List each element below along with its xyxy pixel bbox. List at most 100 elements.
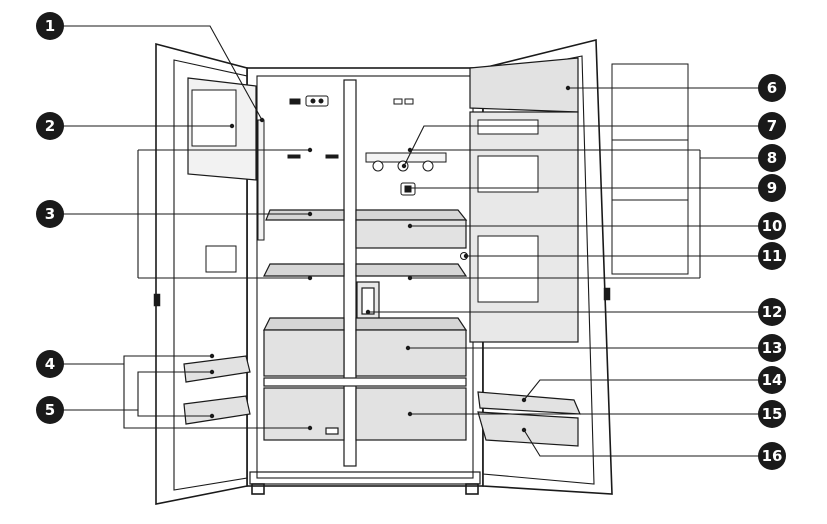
leader-dot — [259, 117, 265, 123]
callout-badge — [758, 366, 786, 394]
led-lamp — [372, 160, 384, 172]
lamp-indicator — [289, 98, 301, 105]
left-hinge-detail — [153, 293, 161, 307]
callout-5: 5 — [36, 396, 64, 424]
center-divider — [343, 79, 357, 467]
leader-1 — [60, 25, 263, 121]
callout-9: 9 — [758, 174, 786, 202]
callout-number: 14 — [762, 371, 783, 389]
callout-number: 6 — [767, 79, 777, 97]
leader-14 — [523, 379, 766, 401]
callout-number: 15 — [762, 405, 783, 423]
ice-maker-rail — [257, 119, 265, 241]
foot-left — [251, 483, 265, 495]
leader-dot — [307, 147, 313, 153]
bottom-grille — [249, 471, 481, 485]
callout-12: 12 — [758, 298, 786, 326]
leader-dot — [407, 223, 413, 229]
callout-badge — [36, 200, 64, 228]
leader-dot — [521, 427, 527, 433]
callout-number: 11 — [762, 247, 783, 265]
leader-dot — [405, 185, 411, 191]
callout-badge — [758, 112, 786, 140]
crisper-drawer-upper — [355, 329, 467, 377]
leader-dot — [463, 253, 469, 259]
control-panel — [305, 95, 329, 107]
door-panel — [205, 245, 237, 273]
callout-badges: 1 2 3 4 5 6 7 8 9 10 11 12 13 14 15 16 — [36, 12, 786, 470]
callout-10: 10 — [758, 212, 786, 240]
freezer-shelf-lower — [263, 263, 345, 277]
door-bin-1 — [477, 119, 539, 135]
vent-right — [325, 154, 339, 159]
leader-dot — [209, 353, 215, 359]
rear-door-shelves — [611, 63, 689, 275]
leader-dot — [307, 425, 313, 431]
left-door-liner — [173, 59, 248, 491]
leader-dot — [565, 85, 571, 91]
callout-15: 15 — [758, 400, 786, 428]
leader-dot — [365, 309, 371, 315]
foot-right — [465, 483, 479, 495]
freezer-drawer-top — [263, 317, 345, 331]
callout-number: 10 — [762, 217, 783, 235]
fridge-shelf-lower — [355, 263, 468, 277]
callout-badge — [758, 74, 786, 102]
fridge-door-bin-lower — [477, 411, 579, 447]
crisper-top — [355, 317, 468, 331]
door-bin-3 — [477, 235, 539, 303]
callout-1: 1 — [36, 12, 64, 40]
callout-4: 4 — [36, 350, 64, 378]
callout-badge — [758, 442, 786, 470]
freezer-shelf-upper — [265, 209, 345, 221]
door-bin-column — [469, 111, 579, 343]
control-dot — [318, 98, 324, 104]
freezer-door-bin-lower — [183, 395, 251, 425]
callout-14: 14 — [758, 366, 786, 394]
callout-number: 9 — [767, 179, 777, 197]
callout-7: 7 — [758, 112, 786, 140]
vent-left — [287, 154, 301, 159]
bracket-4 — [123, 355, 212, 364]
callout-badge — [758, 334, 786, 362]
callout-3: 3 — [36, 200, 64, 228]
fridge-lamp-right — [404, 98, 414, 105]
callout-number: 7 — [767, 117, 777, 135]
callout-badge — [758, 298, 786, 326]
right-hinge-detail — [603, 287, 611, 301]
callout-11: 11 — [758, 242, 786, 270]
callout-13: 13 — [758, 334, 786, 362]
drawer-divider — [263, 377, 467, 387]
callout-badge — [758, 174, 786, 202]
callout-badge — [758, 400, 786, 428]
left-door — [155, 42, 265, 505]
control-dot — [310, 98, 316, 104]
callout-number: 5 — [45, 401, 55, 419]
bracket-5 — [137, 371, 212, 410]
callout-8: 8 — [758, 144, 786, 172]
callout-badge — [758, 144, 786, 172]
fridge-lamp-left — [393, 98, 403, 105]
leader-dot — [209, 413, 215, 419]
callout-number: 8 — [767, 149, 777, 167]
freezer-drawer-upper — [263, 329, 345, 377]
bracket-4-lower — [123, 364, 310, 429]
drawer-latch — [325, 427, 339, 435]
shelves — [263, 209, 468, 441]
callout-badge — [36, 350, 64, 378]
door-bin-2 — [477, 155, 539, 193]
leader-dot — [521, 397, 527, 403]
callout-badge — [36, 396, 64, 424]
leader-dot — [229, 123, 235, 129]
ice-bucket — [191, 89, 237, 147]
leader-16 — [523, 429, 766, 457]
callout-number: 4 — [45, 355, 55, 373]
callout-number: 13 — [762, 339, 783, 357]
callout-2: 2 — [36, 112, 64, 140]
fridge-shelf-upper — [355, 209, 468, 221]
leader-dot — [407, 147, 413, 153]
callout-number: 2 — [45, 117, 55, 135]
leader-lines — [60, 25, 766, 457]
callout-number: 3 — [45, 205, 55, 223]
